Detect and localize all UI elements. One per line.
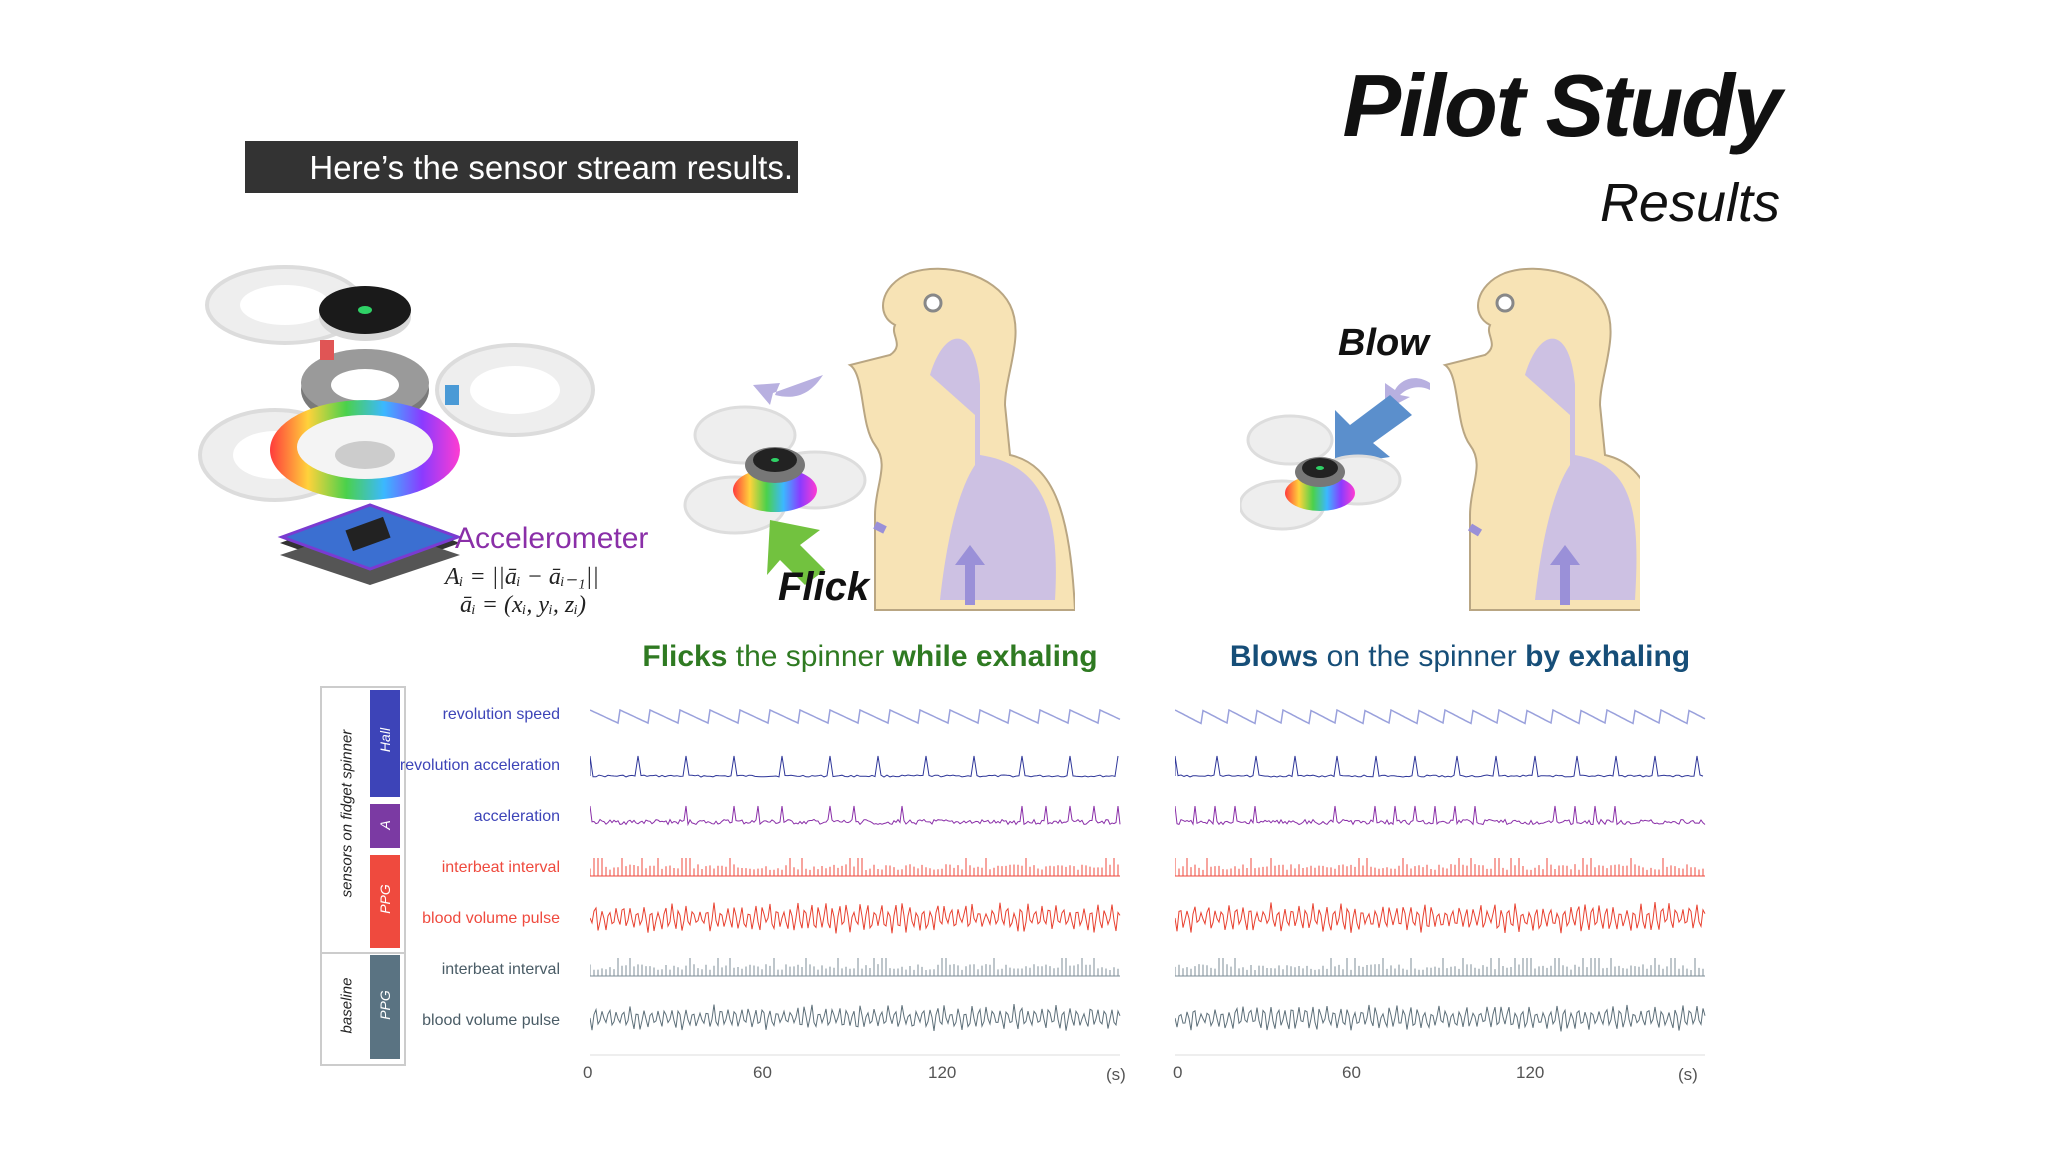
blow-caption-bold-2: by exhaling [1525, 640, 1691, 673]
trace-row-6 [1175, 1004, 1706, 1032]
flick-scene-caption: Flicks the spinner while exhaling [620, 640, 1120, 674]
accel-formula-2: āᵢ = (xᵢ, yᵢ, zᵢ) [460, 592, 587, 618]
baseline-group-frame [320, 952, 406, 1066]
caption-bar [245, 141, 798, 193]
fidget-spinner-exploded-illustration [198, 265, 595, 585]
row-label-revolution-speed: revolution speed [442, 706, 560, 723]
row-label-acceleration: acceleration [473, 808, 560, 825]
flick-caption-mid: the spinner [727, 640, 893, 673]
blow-caption-bold-1: Blows [1229, 640, 1319, 673]
trace-row-5 [590, 958, 1120, 977]
row-label-blood-volume-pulse: blood volume pulse [422, 910, 560, 927]
trace-row-1 [590, 755, 1119, 778]
chip-accel: A [370, 804, 400, 848]
slide-subtitle: Results [1599, 173, 1780, 233]
trace-row-5 [1175, 958, 1705, 977]
row-label-revolution-acceleration: revolution acceleration [399, 757, 560, 774]
flick-x-tick-60: 60 [753, 1063, 772, 1082]
trace-row-0 [590, 708, 1121, 725]
flick-scene-illustration [683, 267, 1075, 611]
trace-row-2 [1175, 805, 1706, 826]
blow-x-tick-60: 60 [1342, 1063, 1361, 1082]
flick-x-tick-0: 0 [583, 1063, 593, 1082]
chip-baseline-ppg: PPG [370, 955, 400, 1059]
blow-scene-illustration [1240, 267, 1640, 611]
accel-formula-1: Aᵢ = ||āᵢ − āᵢ₋₁|| [445, 564, 599, 590]
blow-x-tick-0: 0 [1173, 1063, 1183, 1082]
flick-x-tick-120: 120 [928, 1063, 957, 1082]
trace-row-3 [590, 858, 1120, 877]
caption-text: Here’s the sensor stream results. [309, 149, 793, 186]
accelerometer-label: Accelerometer [455, 522, 649, 555]
trace-row-0 [1175, 708, 1706, 725]
flick-x-unit: (s) [1106, 1065, 1126, 1084]
chip-ppg: PPG [370, 855, 400, 948]
blow-x-unit: (s) [1678, 1065, 1698, 1084]
blow-caption-mid: on the spinner [1318, 640, 1526, 673]
trace-row-2 [590, 805, 1121, 827]
row-label-baseline-interbeat-interval: interbeat interval [441, 961, 560, 978]
flick-label: Flick [778, 565, 870, 609]
trace-row-6 [590, 1004, 1121, 1031]
row-label-baseline-blood-volume-pulse: blood volume pulse [422, 1012, 560, 1029]
blow-label: Blow [1338, 322, 1429, 364]
chip-hall-label: Hall [377, 727, 393, 753]
slide-title: Pilot Study [1342, 56, 1782, 155]
trace-row-4 [1175, 901, 1706, 934]
trace-row-1 [1175, 755, 1704, 778]
trace-row-3 [1175, 858, 1705, 877]
trace-row-4 [590, 902, 1121, 934]
flick-caption-bold-1: Flicks [642, 640, 728, 673]
flick-stream-traces [590, 708, 1121, 1056]
blow-x-tick-120: 120 [1516, 1063, 1545, 1082]
blow-stream-traces [1175, 708, 1706, 1056]
chip-hall: Hall [370, 690, 400, 797]
row-label-interbeat-interval: interbeat interval [441, 859, 560, 876]
flick-caption-bold-2: while exhaling [892, 640, 1098, 673]
blow-scene-caption: Blows on the spinner by exhaling [1200, 640, 1720, 674]
